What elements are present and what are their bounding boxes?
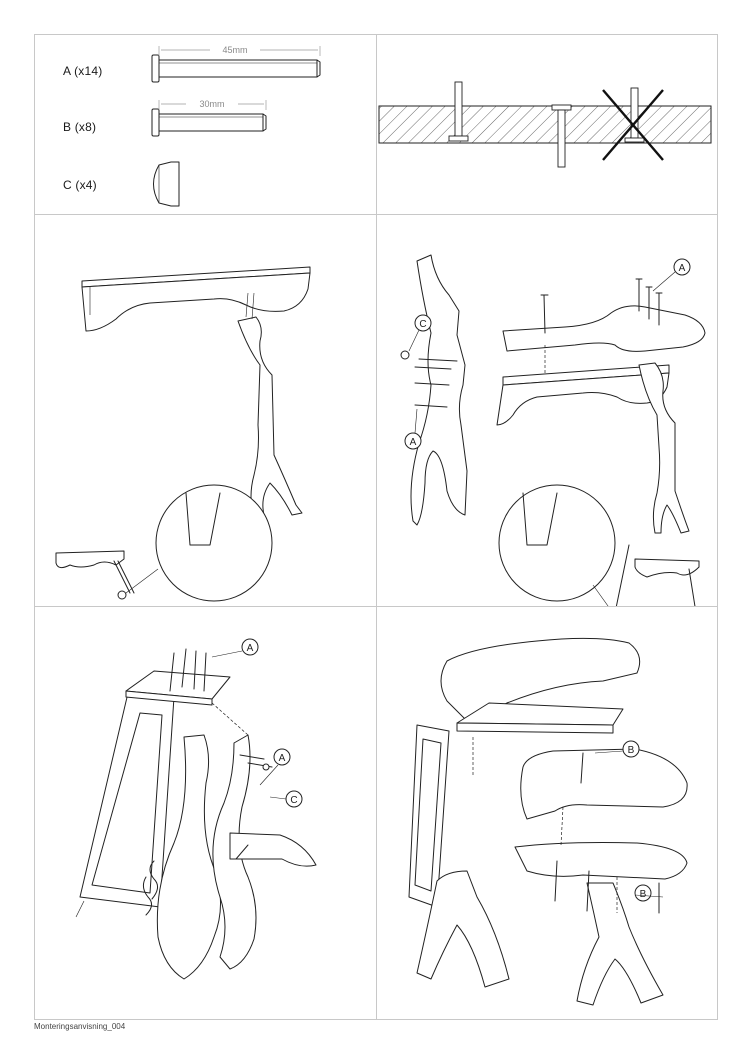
seat-board-2 [514,842,688,880]
side-leg-board [142,734,222,980]
callout-a-left-text: A [410,437,417,448]
seat-board [502,305,706,352]
bolt-a-icon [151,54,321,83]
callout-b-step4-bottom: B [634,884,664,902]
part-a-label: A (x14) [63,64,103,78]
parts-panel: A (x14) B (x8) C (x4) 45mm [34,34,376,214]
seat-arm-board [229,832,317,867]
dimension-30mm: 30mm [158,99,267,110]
document-footer: Monteringsanvisning_004 [34,1022,126,1031]
callout-a-step3-mid: A [259,748,291,786]
callout-c-text: C [419,319,426,330]
step-2-panel: A C A [377,215,718,606]
part-b-label: B (x8) [63,120,97,134]
instruction-sheet: A (x14) B (x8) C (x4) 45mm [34,34,718,1020]
cap-c-icon [153,161,180,207]
outer-border-right [717,34,718,1020]
dimension-b-label: 30mm [199,99,224,109]
callout-b-step4-top-text: B [628,745,635,756]
step-3-panel: A A C [34,607,376,1019]
callout-a-left: A [404,408,422,450]
outer-border-left [34,34,35,1020]
seat-cushion [520,748,688,820]
callout-a-top: A [652,258,691,292]
callout-a-step3-top-text: A [247,643,254,654]
correct-screw-2-icon [551,104,572,168]
step-2-screws-icon [400,278,663,408]
callout-c-step3: C [269,790,303,808]
leg-board [237,292,303,518]
top-plate-board [125,670,231,706]
cross-mark-icon [602,89,664,161]
callout-a-top-text: A [679,263,686,274]
drill-depth-panel [377,34,718,214]
dimension-a-label: 45mm [222,45,247,55]
mini-bench-icon [592,544,700,606]
seat-rail-board [81,266,311,332]
mini-table-icon [55,550,159,600]
callout-a-step3-top: A [211,638,259,658]
back-frame-board [75,692,175,918]
step-4-panel: B B [377,607,718,1019]
apron-board [496,364,670,426]
part-c-label: C (x4) [63,178,97,192]
callout-a-step3-mid-text: A [279,753,286,764]
front-legs-board [416,870,664,1006]
row-divider-1 [34,214,718,215]
bolt-b-icon [151,108,267,137]
top-plate-board-2 [456,702,624,734]
wood-cross-section [378,105,712,144]
front-leg-board [410,254,468,526]
callout-c: C [408,314,432,352]
step-4-screws-icon [472,737,660,914]
callout-b-step4-top: B [594,740,640,758]
detail-loupe-2 [498,484,616,602]
step-1-panel [34,215,376,606]
correct-screw-icon [448,81,469,142]
detail-loupe [155,484,273,602]
center-divider [376,34,377,1020]
callout-b-step4-bottom-text: B [640,889,647,900]
back-leg-board [638,362,690,534]
wrong-screw-icon [624,87,645,143]
step-3-screws-icon [169,648,273,860]
dimension-45mm: 45mm [158,45,321,56]
guide-line-2 [211,702,249,736]
callout-c-step3-text: C [290,795,297,806]
row-divider-2 [34,606,718,607]
